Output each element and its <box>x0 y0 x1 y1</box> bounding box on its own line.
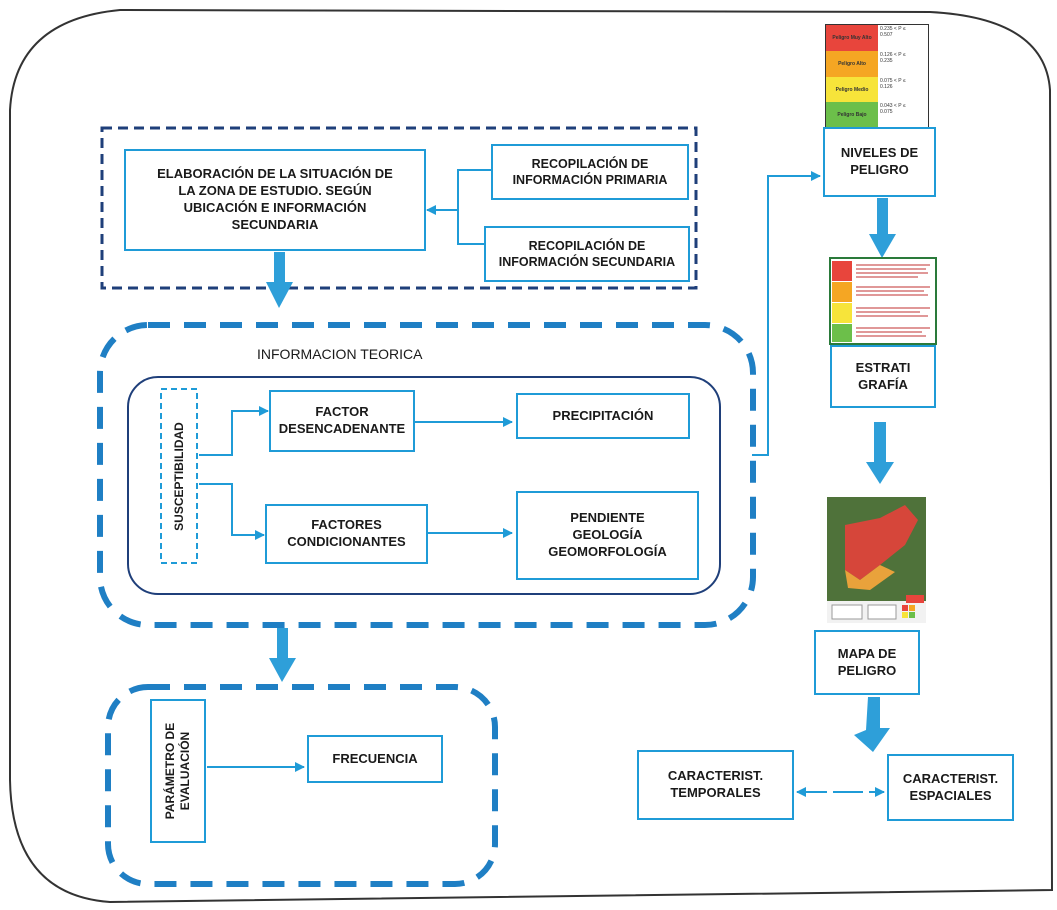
mapa-box: MAPA DE PELIGRO <box>814 630 920 695</box>
niveles-box: NIVELES DE PELIGRO <box>823 127 936 197</box>
recopilacion-secundaria-box: RECOPILACIÓN DE INFORMACIÓN SECUNDARIA <box>484 226 690 282</box>
parametro-label: PARÁMETRO DE EVALUACIÓN <box>163 722 193 820</box>
connector-to-desencadenante <box>199 406 269 456</box>
theory-dashed-frame <box>97 322 756 628</box>
big-arrow-4 <box>866 422 894 484</box>
connector-to-niveles <box>752 171 821 456</box>
evaluation-dashed-frame <box>105 684 498 887</box>
factor-desencadenante-box: FACTOR DESENCADENANTE <box>269 390 415 452</box>
pendiente-box: PENDIENTE GEOLOGÍA GEOMORFOLOGÍA <box>516 491 699 580</box>
factores-condicionantes-box: FACTORES CONDICIONANTES <box>265 504 428 564</box>
precipitacion-box: PRECIPITACIÓN <box>516 393 690 439</box>
espaciales-box: CARACTERIST. ESPACIALES <box>887 754 1014 821</box>
legend-row-muy-alto: Peligro Muy Alto 0.235 < P ≤ 0.507 <box>826 25 926 51</box>
hazard-map-thumbnail <box>827 497 926 623</box>
legend-label: Peligro Alto <box>826 51 878 77</box>
temporales-box: CARACTERIST. TEMPORALES <box>637 750 794 820</box>
legend-label: Peligro Muy Alto <box>826 25 878 51</box>
theory-title: INFORMACION TEORICA <box>257 346 423 362</box>
estratigrafia-box: ESTRATI GRAFÍA <box>830 345 936 408</box>
legend-row-bajo: Peligro Bajo 0.043 < P ≤ 0.075 <box>826 102 926 128</box>
legend-range: 0.126 < P ≤ 0.235 <box>878 51 926 77</box>
outer-frame <box>9 8 1054 904</box>
connector-secundaria <box>457 210 484 245</box>
legend-range: 0.075 < P ≤ 0.126 <box>878 77 926 103</box>
legend-range: 0.043 < P ≤ 0.075 <box>878 102 926 128</box>
theory-inner-frame <box>127 376 721 595</box>
susceptibilidad-label: SUSCEPTIBILIDAD <box>171 421 186 531</box>
legend-range: 0.235 < P ≤ 0.507 <box>878 25 926 51</box>
connector-primaria <box>457 169 492 210</box>
stratigraphy-thumbnail <box>829 257 937 345</box>
legend-label: Peligro Bajo <box>826 102 878 128</box>
recopilacion-primaria-box: RECOPILACIÓN DE INFORMACIÓN PRIMARIA <box>491 144 689 200</box>
big-arrow-5 <box>854 697 890 752</box>
connector-to-condicionantes <box>199 483 265 540</box>
top-dashed-frame <box>100 126 698 290</box>
big-arrow-1 <box>266 252 293 308</box>
big-arrow-2 <box>269 628 296 682</box>
big-arrow-3 <box>869 198 896 258</box>
parametro-frame <box>150 699 206 843</box>
legend-label: Peligro Medio <box>826 77 878 103</box>
frecuencia-box: FRECUENCIA <box>307 735 443 783</box>
elaboracion-box: ELABORACIÓN DE LA SITUACIÓN DE LA ZONA D… <box>124 149 426 251</box>
susceptibilidad-frame <box>160 388 198 564</box>
legend-row-medio: Peligro Medio 0.075 < P ≤ 0.126 <box>826 77 926 103</box>
legend-row-alto: Peligro Alto 0.126 < P ≤ 0.235 <box>826 51 926 77</box>
